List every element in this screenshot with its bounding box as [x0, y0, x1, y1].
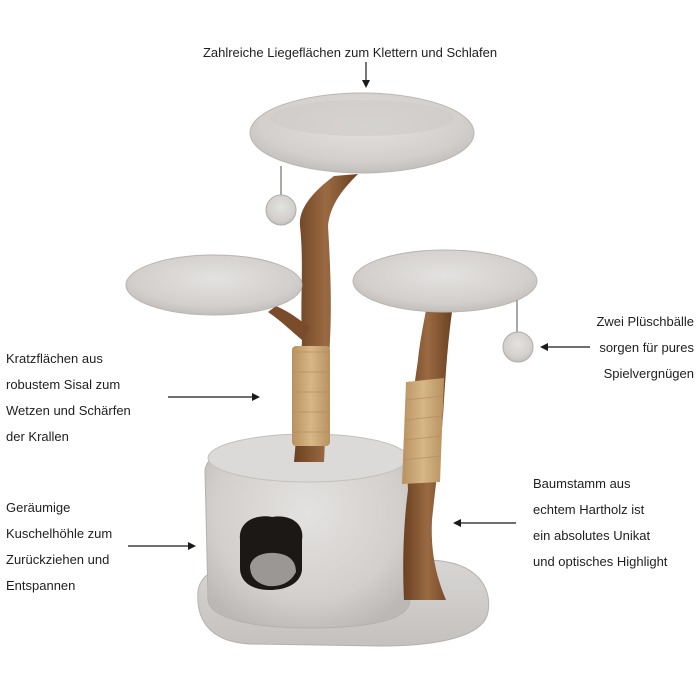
- annotation-cave: Geräumige Kuschelhöhle zum Zurückziehen …: [6, 495, 112, 599]
- annotation-line: Baumstamm aus: [533, 476, 631, 491]
- left-platform: [125, 254, 303, 316]
- annotation-sisal: Kratzflächen aus robustem Sisal zum Wetz…: [6, 346, 131, 450]
- annotation-trunk: Baumstamm aus echtem Hartholz ist ein ab…: [533, 471, 667, 575]
- annotation-arrows: [128, 62, 590, 550]
- left-sisal-wrap: [292, 346, 330, 446]
- annotation-platforms: Zahlreiche Liegeflächen zum Klettern und…: [0, 40, 700, 66]
- annotation-line: ein absolutes Unikat: [533, 528, 651, 543]
- annotation-line: echtem Hartholz ist: [533, 502, 645, 517]
- annotation-line: Zurückziehen und: [6, 552, 110, 567]
- annotation-line: Kuschelhöhle zum: [6, 526, 113, 541]
- annotation-line: Kratzflächen aus: [6, 351, 103, 366]
- plush-ball-left: [265, 194, 297, 226]
- left-branch: [268, 306, 310, 340]
- annotation-plush-balls: Zwei Plüschbälle sorgen für pures Spielv…: [596, 309, 694, 387]
- right-platform: [352, 249, 538, 313]
- annotation-line: Zahlreiche Liegeflächen zum Klettern und…: [202, 45, 498, 60]
- annotation-line: Zwei Plüschbälle: [596, 314, 694, 329]
- annotation-line: Entspannen: [6, 578, 76, 593]
- annotation-line: und optisches Highlight: [533, 554, 668, 569]
- annotation-line: sorgen für pures: [599, 340, 694, 355]
- annotation-line: Wetzen und Schärfen: [6, 403, 131, 418]
- right-sisal-wrap: [402, 378, 444, 484]
- annotation-line: robustem Sisal zum: [6, 377, 121, 392]
- annotation-line: Spielvergnügen: [603, 366, 694, 381]
- annotation-line: Geräumige: [6, 500, 71, 515]
- plush-ball-right: [502, 331, 534, 363]
- annotation-line: der Krallen: [6, 429, 69, 444]
